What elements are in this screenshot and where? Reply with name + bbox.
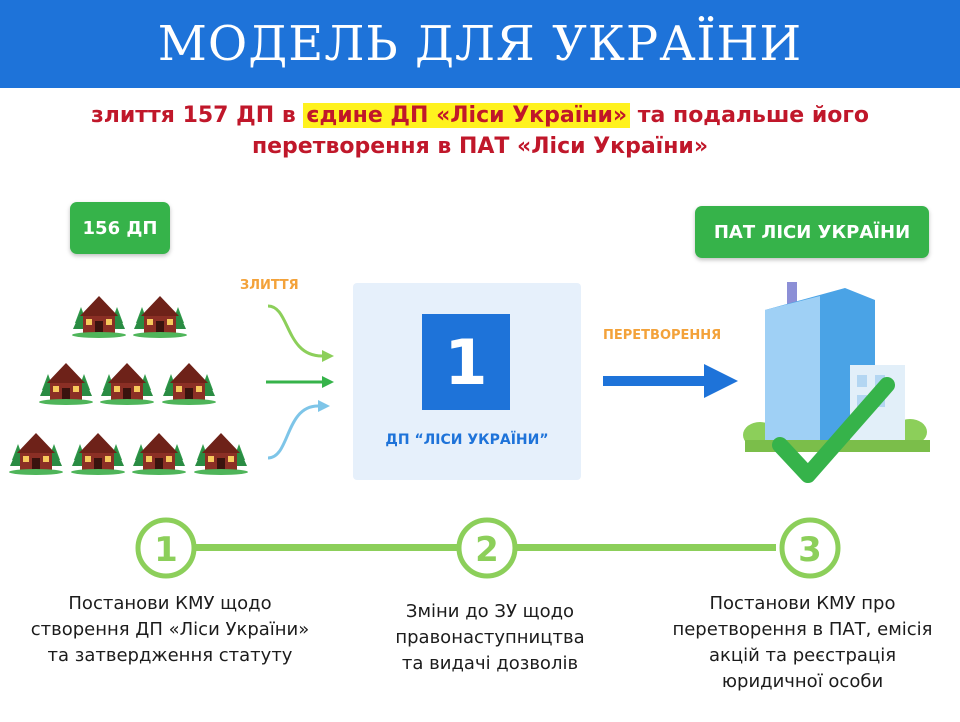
step-3-text: Постанови КМУ про перетворення в ПАТ, ем… (650, 591, 955, 695)
step-number-1: 1 (154, 530, 178, 570)
step-3-line: акцій та реєстрація (708, 645, 897, 666)
center-number: 1 (422, 314, 510, 410)
step-1-line: створення ДП «Ліси України» (30, 619, 310, 640)
arrow-icon (322, 376, 334, 388)
arrow-icon (267, 404, 319, 460)
step-circle-2 (456, 517, 518, 579)
arrow-icon (603, 376, 707, 386)
subtitle-part2: та подальше його (630, 103, 870, 128)
step-3-line: перетворення в ПАТ, емісія (672, 619, 933, 640)
step-2-line: правонаступництва (395, 627, 585, 648)
step-3-line: юридичної особи (721, 671, 884, 692)
subtitle-part1: злиття 157 ДП в (90, 103, 304, 128)
title-banner: МОДЕЛЬ ДЛЯ УКРАЇНИ (0, 0, 960, 88)
arrow-icon (322, 350, 334, 362)
right-tag: ПАТ ЛІСИ УКРАЇНИ (695, 206, 929, 258)
step-2-line: Зміни до ЗУ щодо (405, 601, 575, 622)
subtitle-line2: перетворення в ПАТ «Ліси України» (251, 134, 709, 159)
subtitle: злиття 157 ДП в єдине ДП «Ліси України» … (40, 100, 920, 162)
step-circle-3 (779, 517, 841, 579)
arrow-icon (267, 304, 323, 358)
checkmark-icon (772, 377, 895, 483)
arrow-icon (704, 364, 738, 398)
center-label: ДП “ЛІСИ УКРАЇНИ” (385, 432, 549, 448)
step-1-line: Постанови КМУ щодо (68, 593, 272, 614)
step-1-line: та затвердження статуту (47, 645, 293, 666)
step-2-line: та видачі дозволів (401, 653, 579, 674)
step-2-text: Зміни до ЗУ щодо правонаступництва та ви… (360, 599, 620, 677)
step-number-3: 3 (798, 530, 822, 570)
transform-label: ПЕРЕТВОРЕННЯ (603, 328, 722, 343)
page-title: МОДЕЛЬ ДЛЯ УКРАЇНИ (157, 16, 803, 72)
left-tag: 156 ДП (70, 202, 170, 254)
subtitle-highlight: єдине ДП «Ліси України» (303, 103, 631, 128)
step-3-line: Постанови КМУ про (709, 593, 896, 614)
step-number-2: 2 (475, 530, 499, 570)
arrow-icon (318, 400, 330, 412)
step-1-text: Постанови КМУ щодо створення ДП «Ліси Ук… (20, 591, 320, 669)
merge-label: ЗЛИТТЯ (240, 278, 299, 293)
step-circle-1 (135, 517, 197, 579)
